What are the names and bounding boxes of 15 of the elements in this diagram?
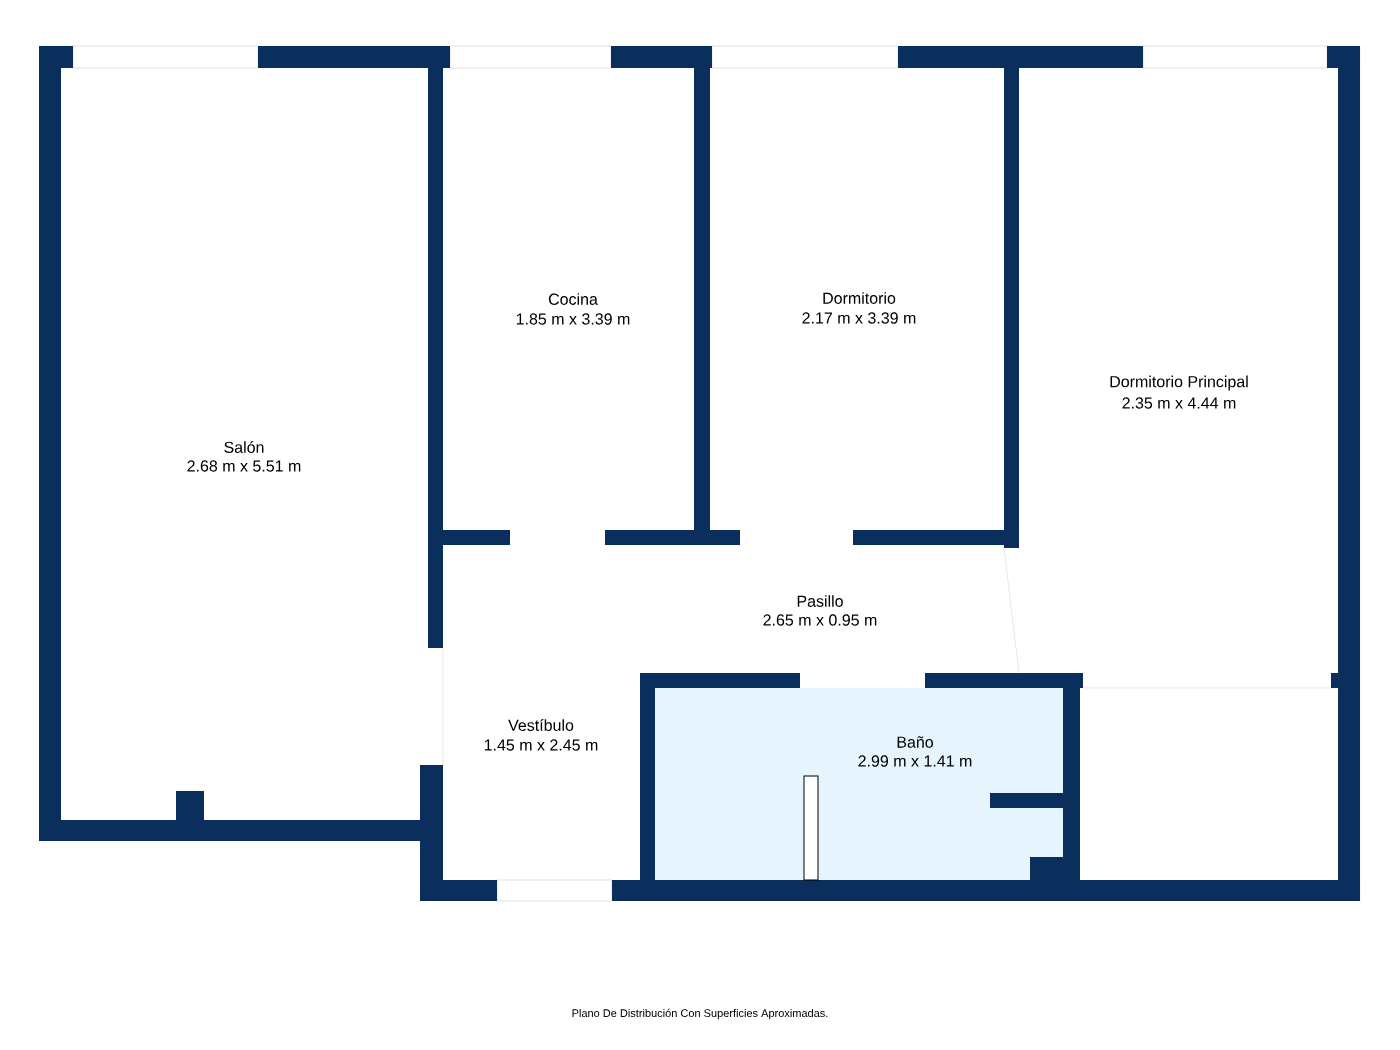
room-name: Vestíbulo — [508, 719, 574, 731]
room-name: Cocina — [548, 293, 598, 305]
room-name: Dormitorio Principal — [1110, 375, 1248, 391]
caption: Plano De Distribución Con Superficies Aproximadas. — [572, 1008, 828, 1020]
room-name: Salón — [224, 441, 264, 453]
room-dimensions: 1.85 m x 3.39 m — [516, 313, 630, 325]
room-dimensions: 2.99 m x 1.41 m — [858, 755, 972, 767]
room-dimensions: 2.17 m x 3.39 m — [802, 312, 916, 324]
room-dimensions: 2.68 m x 5.51 m — [187, 460, 301, 472]
room-dimensions: 1.45 m x 2.45 m — [484, 739, 598, 751]
room-dimensions: 2.35 m x 4.44 m — [1122, 397, 1236, 409]
room-name: Pasillo — [797, 595, 843, 607]
room-name: Dormitorio — [823, 292, 896, 304]
room-dimensions: 2.65 m x 0.95 m — [763, 614, 877, 626]
room-name: Baño — [897, 736, 933, 748]
